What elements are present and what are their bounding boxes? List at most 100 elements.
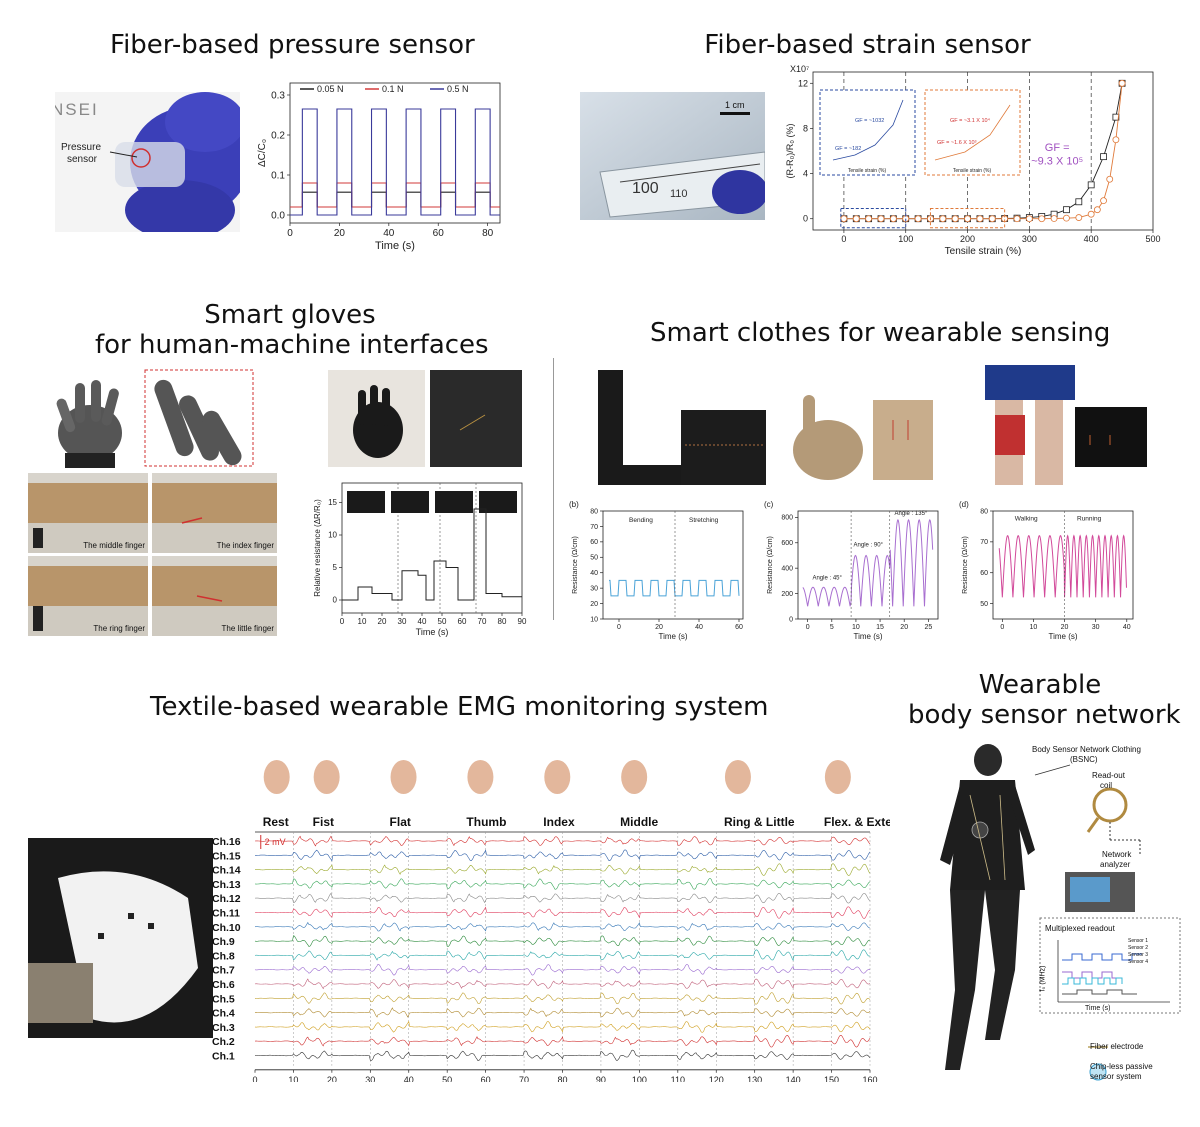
data-point	[914, 215, 922, 223]
runner-photo	[930, 740, 1040, 1085]
x-tick-label: 0	[841, 234, 846, 244]
channel-label: Ch.12	[212, 893, 241, 905]
gf-annotation-2: ~9.3 X 10⁵	[1031, 156, 1083, 168]
finger-scene-index: The index finger	[152, 473, 277, 553]
data-point	[1025, 215, 1033, 223]
channel-label: Ch.14	[212, 865, 241, 877]
data-point	[988, 215, 996, 223]
data-point	[951, 215, 959, 223]
bsn-coil-label-1: Read-out	[1092, 771, 1125, 780]
x-tick-label: 20	[327, 1075, 337, 1082]
y-tick-label: 12	[798, 78, 808, 88]
x-tick-label: 40	[1123, 624, 1131, 631]
gesture-label: Fist	[313, 815, 334, 829]
legend-label: 0.5 N	[447, 84, 469, 94]
bsn-ylabel: f₀ (MHz)	[1039, 965, 1047, 992]
bsn-readout-label: Multiplexed readout	[1045, 924, 1115, 933]
gesture-thumbnail	[391, 491, 429, 513]
x-tick-label: 500	[1145, 234, 1160, 244]
y-axis-label: Resistance (Ω/cm)	[962, 536, 969, 594]
data-point	[1050, 215, 1058, 222]
x-tick-label: 60	[458, 617, 467, 626]
x-tick-label: 40	[695, 624, 703, 631]
plot-frame	[341, 482, 523, 614]
plot-frame	[602, 510, 744, 620]
y-scale-label: X10⁷	[790, 64, 809, 74]
x-tick-label: 100	[898, 234, 913, 244]
x-tick-label: 10	[358, 617, 367, 626]
data-point	[1063, 206, 1070, 214]
knee-label-1: Walking	[1015, 515, 1038, 522]
finger-scene-little: The little finger	[152, 556, 277, 636]
x-axis-label: Time (s)	[658, 632, 687, 641]
x-tick-label: 200	[960, 234, 975, 244]
panel-label: (d)	[959, 500, 969, 509]
x-tick-label: 30	[1092, 624, 1100, 631]
plot-frame	[812, 71, 1154, 231]
strain-sensor-photo: 1 cm 100 110	[580, 92, 765, 220]
y-tick-label: 0.3	[271, 90, 285, 101]
finger-label-ring: The ring finger	[93, 624, 145, 633]
x-tick-label: 70	[478, 617, 487, 626]
strain-photo-ruler-a: 100	[632, 180, 659, 197]
gesture-thumbnail	[479, 491, 517, 513]
pressure-photo-graphic	[55, 92, 240, 232]
gesture-label: Thumb	[466, 815, 506, 829]
x-tick-label: 20	[334, 228, 346, 239]
data-point	[1063, 214, 1070, 222]
y-tick-label: 80	[980, 508, 988, 515]
pressure-title: Fiber-based pressure sensor	[110, 30, 475, 60]
emg-trace	[254, 992, 871, 1005]
data-point	[840, 215, 848, 223]
x-tick-label: 20	[655, 624, 663, 631]
bsn-diagram	[1034, 764, 1181, 1081]
x-tick-label: 50	[438, 617, 447, 626]
finger-scene-middle: The middle finger	[28, 473, 148, 553]
data-point	[1087, 181, 1095, 189]
pressure-photo-logo: NSEI	[55, 100, 99, 119]
wave-series	[998, 534, 1127, 598]
pressure-photo-label-2: sensor	[67, 154, 98, 165]
x-tick-label: 20	[1061, 624, 1069, 631]
x-axis-label: Tensile strain (%)	[945, 246, 1022, 257]
clothes-title: Smart clothes for wearable sensing	[650, 318, 1111, 348]
x-tick-label: 0	[340, 617, 345, 626]
strain-title: Fiber-based strain sensor	[704, 30, 1031, 60]
emg-trace	[254, 906, 871, 919]
channel-label: Ch.16	[212, 836, 241, 848]
bsn-title-line2: body sensor network	[908, 700, 1181, 730]
x-tick-label: 5	[830, 624, 834, 631]
hand-gesture-icon	[621, 760, 648, 794]
emg-trace	[254, 835, 871, 847]
bsn-clothing-label-2: (BSNC)	[1070, 755, 1098, 764]
x-axis-label: Time (s)	[416, 627, 449, 637]
legend-label: 0.1 N	[382, 84, 404, 94]
gesture-label: Rest	[263, 815, 289, 829]
x-tick-label: 10	[852, 624, 860, 631]
channel-label: Ch.2	[212, 1036, 235, 1048]
x-tick-label: 40	[404, 1075, 414, 1082]
data-point	[889, 215, 897, 223]
y-tick-label: 15	[328, 498, 337, 507]
x-tick-label: 20	[900, 624, 908, 631]
y-tick-label: 0.2	[271, 130, 285, 141]
bsn-sensor-1: Sensor 1	[1128, 938, 1149, 944]
passive-sensor-icon	[1089, 1063, 1107, 1081]
y-tick-label: 70	[980, 539, 988, 546]
gloves-title-line2: for human-machine interfaces	[95, 330, 489, 360]
data-point	[865, 215, 873, 223]
y-tick-label: 8	[803, 123, 808, 133]
section-divider	[553, 358, 554, 620]
y-axis-label: ΔC/C₀	[257, 139, 268, 167]
series-line-2	[290, 108, 500, 216]
x-tick-label: 60	[433, 228, 445, 239]
hand-gesture-icon	[824, 760, 851, 794]
emg-trace	[254, 1020, 871, 1033]
pressure-sensor-photo: NSEI Pressure sensor	[55, 92, 240, 232]
y-axis-label: (R-R₀)/R₀ (%)	[785, 124, 795, 179]
x-tick-label: 110	[671, 1075, 685, 1082]
y-tick-label: 600	[781, 540, 793, 547]
gesture-thumbnail	[347, 491, 385, 513]
